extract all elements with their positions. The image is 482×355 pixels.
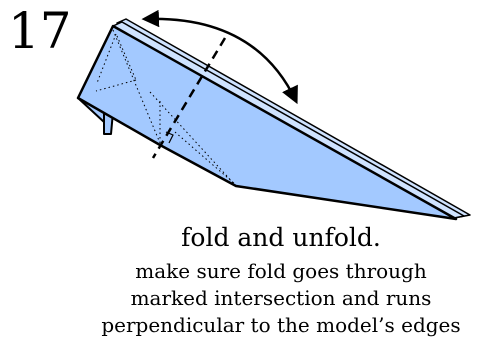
instruction-line-2: marked intersection and runs (130, 286, 432, 310)
instruction-main: fold and unfold. (181, 223, 381, 252)
instruction-line-1: make sure fold goes through (135, 259, 427, 283)
step-number: 17 (8, 2, 72, 60)
origami-diagram (76, 9, 471, 221)
fold-arrow-icon (141, 9, 298, 105)
reference-creases (95, 29, 237, 187)
model-body (76, 24, 458, 221)
instruction-line-3: perpendicular to the model’s edges (101, 313, 461, 337)
